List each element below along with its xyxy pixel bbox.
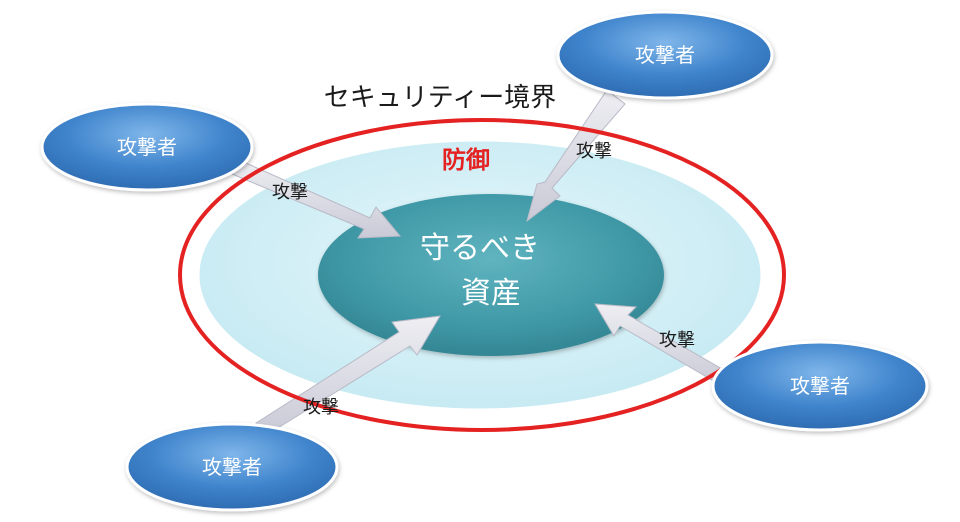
attack-arrow-top-right <box>526 89 626 223</box>
attacker-top-left: 攻撃者 <box>40 102 254 192</box>
asset-core <box>318 194 664 356</box>
attacker-label: 攻撃者 <box>635 43 695 67</box>
attack-arrow-bottom-left <box>255 315 441 437</box>
attacker-bottom-right: 攻撃者 <box>711 340 929 432</box>
attacker-label: 攻撃者 <box>790 374 850 398</box>
attacker-label: 攻撃者 <box>117 135 177 159</box>
attack-arrow-bottom-right <box>594 303 730 387</box>
attacker-label: 攻撃者 <box>202 455 262 479</box>
asset-label-line1: 守るべき <box>420 231 540 266</box>
attack-label-top-right: 攻撃 <box>576 141 612 162</box>
attack-label-bottom-right: 攻撃 <box>659 330 695 351</box>
defense-label: 防御 <box>442 146 490 174</box>
attacker-bottom-left: 攻撃者 <box>125 422 339 512</box>
boundary-label: セキュリティー境界 <box>324 83 556 113</box>
attack-label-top-left: 攻撃 <box>272 182 308 203</box>
attack-label-bottom-left: 攻撃 <box>303 397 339 418</box>
security-boundary <box>178 118 786 432</box>
asset-label-line2: 資産 <box>461 276 521 311</box>
attacker-top-right: 攻撃者 <box>556 10 774 100</box>
